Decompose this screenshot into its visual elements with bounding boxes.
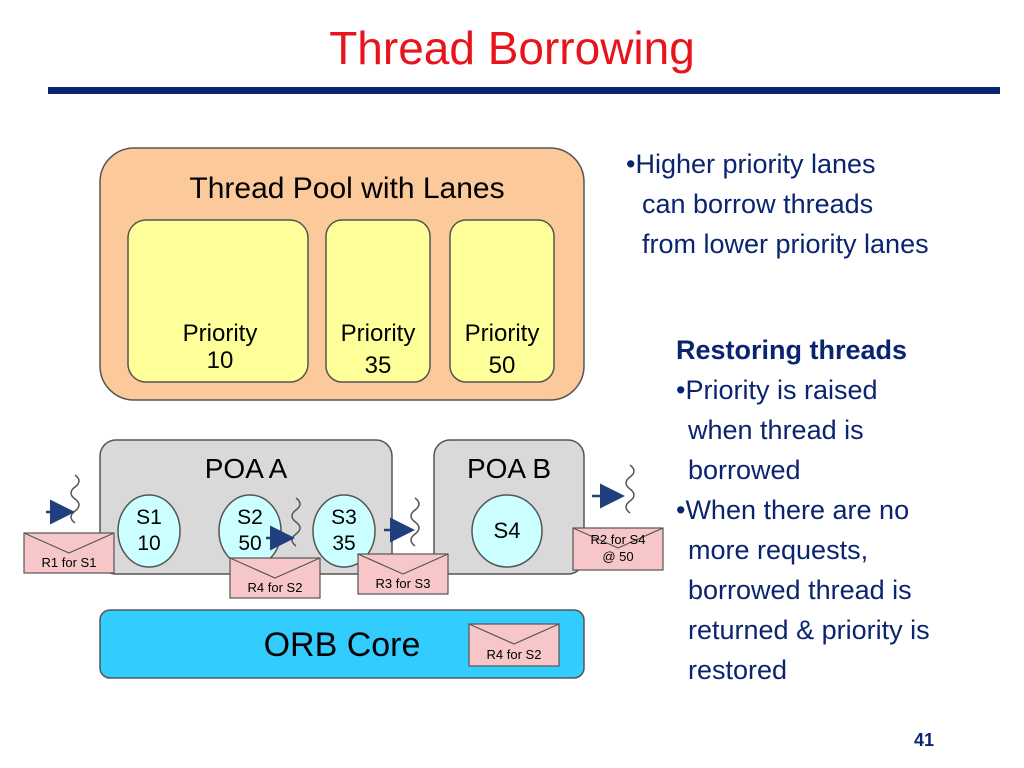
- servant-s1-name: S1: [136, 506, 162, 529]
- page-number: 41: [914, 730, 935, 750]
- lane-priority-50: [449, 219, 555, 383]
- servant-s2-name: S2: [237, 506, 263, 529]
- lane-priority-10-value: 10: [207, 347, 234, 374]
- poa-b-label: POA B: [467, 453, 551, 484]
- lane-priority-50-value: 50: [489, 352, 516, 379]
- envelope-r3-for-s3: R3 for S3: [357, 553, 449, 595]
- lane-priority-35: [325, 219, 431, 383]
- poa-b: POA B S4: [433, 439, 585, 575]
- servant-s3: [312, 494, 376, 568]
- orb-core: ORB Core: [99, 609, 585, 679]
- bullet-line: •Higher priority lanes: [626, 149, 876, 179]
- envelope-r4-in-orb: R4 for S2: [468, 623, 560, 667]
- bullet-line: •When there are no: [676, 495, 910, 525]
- servant-s3-name: S3: [331, 506, 357, 529]
- thread-squiggle-3: [410, 497, 420, 547]
- servant-s4-name: S4: [494, 518, 521, 543]
- lane-priority-50-label: Priority: [465, 320, 540, 347]
- request-arrows: [46, 483, 625, 551]
- thread-squiggle-1: [70, 474, 80, 524]
- bullet-line: more requests,: [688, 535, 869, 565]
- envelope-r2-label-1: R2 for S4: [591, 532, 646, 547]
- bullet-line: borrowed: [688, 455, 801, 485]
- envelope-r4-orb-label: R4 for S2: [487, 647, 542, 662]
- bullet-line: when thread is: [688, 415, 864, 445]
- lane-priority-10: [127, 219, 309, 383]
- lane-priority-10-label: Priority: [183, 320, 258, 347]
- lane-priority-35-label: Priority: [341, 320, 416, 347]
- bullet-line: restored: [688, 655, 788, 685]
- envelope-r4-for-s2: R4 for S2: [229, 557, 321, 599]
- thread-pool: Thread Pool with Lanes Priority 10 Prior…: [99, 147, 585, 401]
- envelope-r1-for-s1: R1 for S1: [23, 532, 115, 574]
- envelope-r2-for-s4: R2 for S4 @ 50: [572, 527, 664, 571]
- request-envelopes: R1 for S1 R4 for S2 R3 for S3 R2 for S4 …: [23, 527, 664, 667]
- envelope-r1-label: R1 for S1: [42, 555, 97, 570]
- servant-s1-priority: 10: [137, 532, 160, 555]
- servant-s3-priority: 35: [332, 532, 355, 555]
- envelope-r4-label: R4 for S2: [248, 580, 303, 595]
- slide-title: Thread Borrowing: [329, 22, 695, 74]
- orb-core-label: ORB Core: [264, 626, 421, 664]
- poa-a: POA A S1 10 S2 50 S3 35: [99, 439, 393, 575]
- bullet-line: borrowed thread is: [688, 575, 912, 605]
- servant-s1: [117, 494, 181, 568]
- bullet-higher-priority: •Higher priority lanes can borrow thread…: [626, 144, 929, 264]
- servant-s2-priority: 50: [238, 532, 261, 555]
- bullet-line: from lower priority lanes: [642, 229, 929, 259]
- orb-core-box: [99, 609, 585, 679]
- restoring-heading: Restoring threads: [676, 335, 908, 365]
- bullet-line: returned & priority is: [688, 615, 930, 645]
- bullet-line: •Priority is raised: [676, 375, 878, 405]
- thread-squiggle-4: [625, 464, 635, 514]
- envelope-r2-label-2: @ 50: [602, 549, 633, 564]
- poa-a-label: POA A: [205, 453, 288, 484]
- thread-pool-label: Thread Pool with Lanes: [189, 172, 504, 205]
- restoring-threads-section: Restoring threads •Priority is raised wh…: [676, 330, 930, 690]
- bullet-line: can borrow threads: [642, 189, 874, 219]
- title-underline: [48, 87, 1000, 94]
- servant-s4: [471, 494, 543, 568]
- envelope-r3-label: R3 for S3: [376, 576, 431, 591]
- lane-priority-35-value: 35: [365, 352, 392, 379]
